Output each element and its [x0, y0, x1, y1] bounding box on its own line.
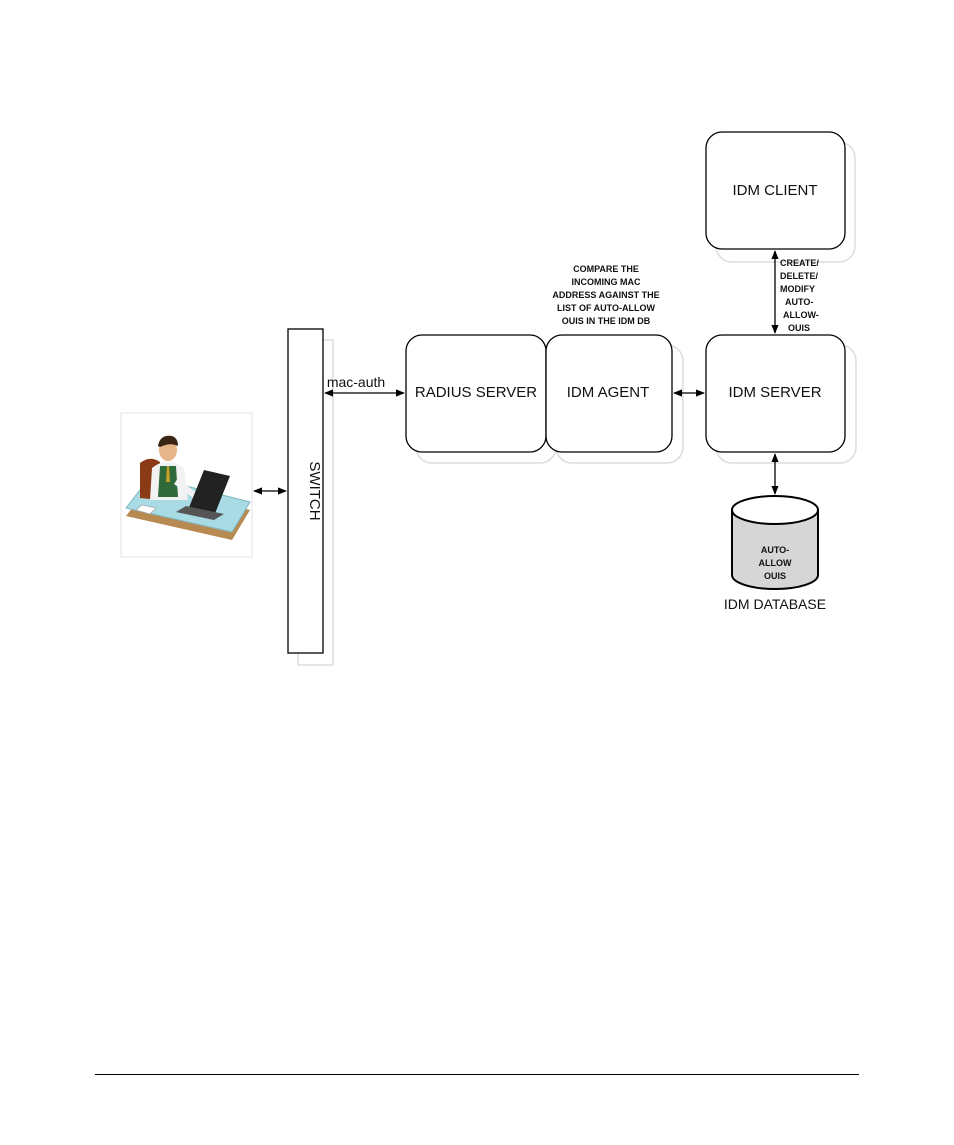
idm-client-box: IDM CLIENT [706, 132, 855, 262]
switch-label: SWITCH [306, 461, 323, 520]
compare-note-line-4: LIST OF AUTO-ALLOW [557, 303, 655, 313]
db-contents-line-3: OUIS [764, 571, 786, 581]
idm-server-box: IDM SERVER [706, 335, 856, 463]
compare-note-line-2: INCOMING MAC [572, 277, 641, 287]
client-server-note-line-2: DELETE/ [780, 271, 819, 281]
idm-agent-label: IDM AGENT [567, 384, 650, 401]
db-contents-line-2: ALLOW [759, 558, 792, 568]
radius-server-label: RADIUS SERVER [415, 384, 537, 401]
compare-note-line-3: ADDRESS AGAINST THE [552, 290, 659, 300]
client-server-note-line-3: MODIFY [780, 284, 815, 294]
client-server-note-line-1: CREATE/ [780, 258, 819, 268]
client-server-note-line-6: OUIS [788, 323, 810, 333]
idm-agent-box: IDM AGENT [546, 335, 683, 463]
radius-server-box: RADIUS SERVER [406, 335, 556, 463]
compare-note-line-5: OUIS IN THE IDM DB [562, 316, 651, 326]
client-server-note-line-5: ALLOW- [783, 310, 819, 320]
compare-note-line-1: COMPARE THE [573, 264, 639, 274]
footer-divider [95, 1074, 859, 1075]
db-contents-line-1: AUTO- [761, 545, 789, 555]
mac-auth-label: mac-auth [327, 374, 385, 390]
client-server-note-line-4: AUTO- [785, 297, 813, 307]
compare-note: COMPARE THE INCOMING MAC ADDRESS AGAINST… [552, 264, 659, 326]
user-at-laptop-icon [121, 413, 252, 557]
idm-database: AUTO- ALLOW OUIS [732, 496, 818, 589]
idm-database-label: IDM DATABASE [724, 596, 826, 612]
idm-server-label: IDM SERVER [728, 384, 821, 401]
client-server-note: CREATE/ DELETE/ MODIFY AUTO- ALLOW- OUIS [780, 258, 819, 333]
idm-client-label: IDM CLIENT [732, 182, 817, 199]
